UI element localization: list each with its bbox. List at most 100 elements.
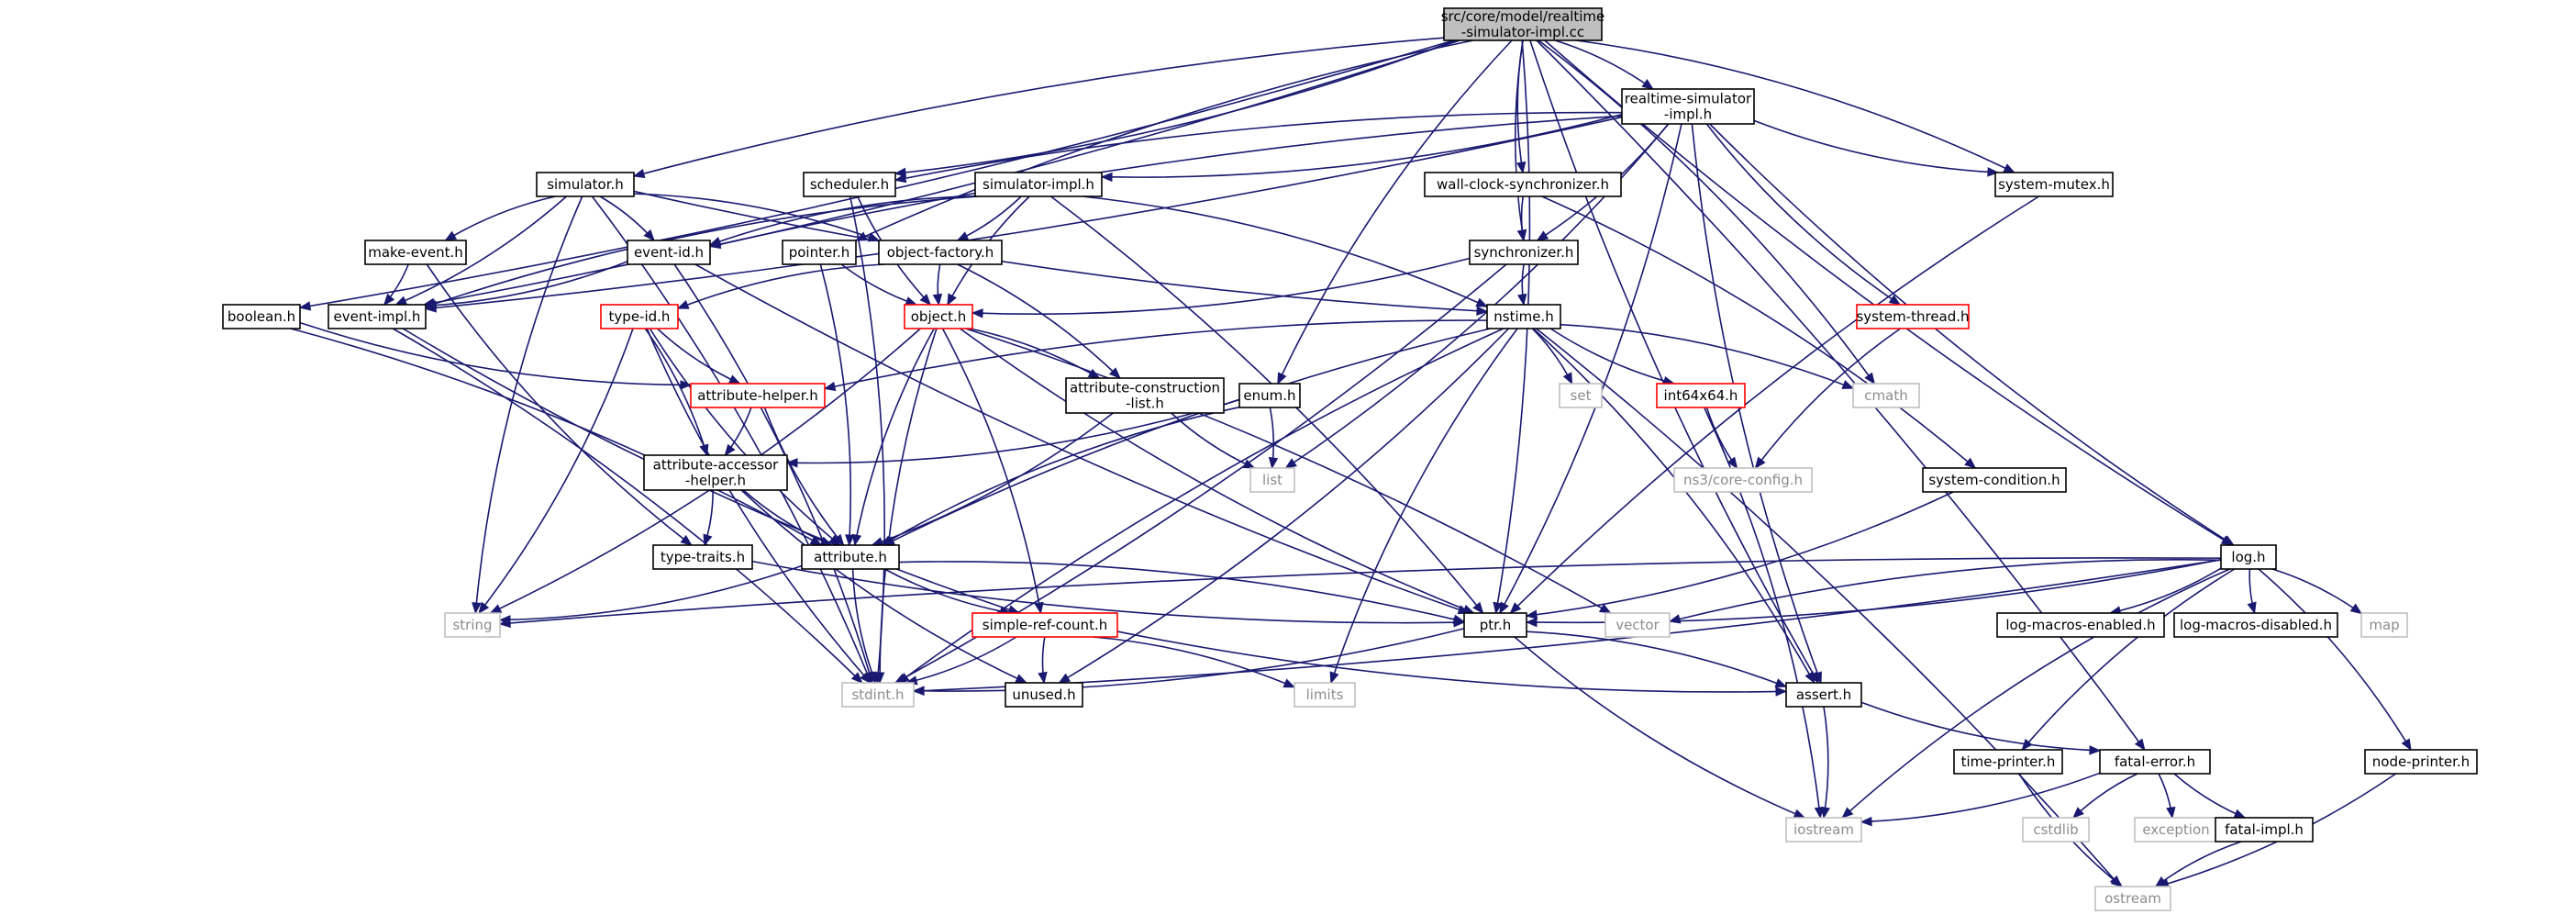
node-asserth[interactable]: assert.h [1785,682,1862,708]
node-syscondh[interactable]: system-condition.h [1922,467,2067,493]
node-limits[interactable]: limits [1294,682,1356,708]
node-list[interactable]: list [1249,467,1295,493]
edge-root-to-schedulerh [894,39,1456,174]
node-logh[interactable]: log.h [2220,544,2277,570]
node-map[interactable]: map [2360,612,2408,638]
arrowhead-fatalimplh-to-ostream [2154,876,2168,887]
arrowhead-eventimplh-to-stdinth [850,672,863,684]
node-eventidh[interactable]: event-id.h [627,240,711,265]
node-vector[interactable]: vector [1604,612,1671,638]
node-attributeh[interactable]: attribute.h [801,544,900,570]
node-synchh[interactable]: synchronizer.h [1469,240,1579,265]
node-iostream[interactable]: iostream [1785,817,1862,842]
node-fatalerrorh-box [2099,749,2211,775]
edge-root-to-enumh [1277,39,1513,385]
node-timeprinterh[interactable]: time-printer.h [1953,749,2063,775]
node-objfactoryh[interactable]: object-factory.h [878,240,1003,265]
node-objecth[interactable]: object.h [904,304,973,329]
node-rtsimh[interactable]: realtime-simulator-impl.h [1621,88,1755,125]
arrowhead-root-to-sysmutexh [2003,163,2016,173]
arrowhead-root-to-booleanh [298,301,312,311]
edge-rtsimh-to-eventimplh [425,116,1623,310]
arrowhead-objecth-to-vector [1598,603,1612,614]
node-nodeprinterh[interactable]: node-printer.h [2364,749,2478,775]
arrowhead-root-to-wallclockh [1516,161,1527,174]
edge-syscondh-to-ptrh [1526,491,1954,617]
arrowhead-simulatorh-to-eventidh [643,229,655,241]
node-ostream-box [2094,886,2171,911]
node-ostream[interactable]: ostream [2094,886,2171,911]
edge-rtsimh-to-simimplh [1101,113,1623,178]
node-schedulerh[interactable]: scheduler.h [803,172,896,197]
node-eventimplh-box [328,304,427,329]
node-attrconsth[interactable]: attribute-construction-list.h [1065,377,1225,414]
node-fatalerrorh[interactable]: fatal-error.h [2099,749,2211,775]
node-makeeventh[interactable]: make-event.h [364,240,467,265]
node-stdinth[interactable]: stdint.h [841,682,915,708]
node-logmenh[interactable]: log-macros-enabled.h [1996,612,2165,638]
node-fatalimplh[interactable]: fatal-impl.h [2215,817,2314,842]
node-timeprinterh-box [1953,749,2063,775]
node-attraccessh[interactable]: attribute-accessor-helper.h [643,454,788,491]
edge-attrconsth-to-list [1171,412,1255,469]
arrowhead-nstimeh-to-asserth [1804,671,1815,685]
node-wallclockh[interactable]: wall-clock-synchronizer.h [1424,172,1622,197]
edge-logh-to-stdinth [913,559,2222,692]
node-set[interactable]: set [1559,383,1603,408]
node-enumh[interactable]: enum.h [1238,383,1301,408]
node-wallclockh-box [1424,172,1622,197]
node-typetraitsh[interactable]: type-traits.h [652,544,753,570]
node-enumh-label-line-0: enum.h [1243,387,1295,404]
node-logmdish[interactable]: log-macros-disabled.h [2173,612,2338,638]
node-sysmutexh-box [1994,172,2114,197]
arrowhead-rtsimh-to-schedulerh [894,173,907,184]
node-exception[interactable]: exception [2134,817,2218,842]
arrowhead-syscondh-to-ptrh [1525,609,1538,619]
node-simulatorh[interactable]: simulator.h [536,172,635,197]
arrowhead-simulatorh-to-eventimplh [394,296,408,306]
arrowhead-enumh-to-list [1268,456,1279,470]
arrowhead-root-to-simulatorh [632,168,646,179]
node-corecfg[interactable]: ns3/core-config.h [1673,467,1813,493]
arrowhead-logh-to-map [2349,603,2363,615]
node-string[interactable]: string [444,612,501,638]
node-root[interactable]: src/core/model/realtime-simulator-impl.c… [1441,7,1605,41]
node-sysmutexh[interactable]: system-mutex.h [1994,172,2114,197]
node-booleanh-box [222,304,301,329]
node-simimplh[interactable]: simulator-impl.h [974,172,1103,197]
node-cstdlib[interactable]: cstdlib [2022,817,2090,842]
arrowhead-simplerefh-to-unusedh [1038,671,1048,685]
edge-simplerefh-to-stdinth [905,636,1017,684]
edge-objecth-to-vector [965,328,1611,614]
edge-nstimeh-to-cmath [1560,323,1854,389]
node-ostream-label-line-0: ostream [2104,890,2161,907]
node-attrhelperh[interactable]: attribute-helper.h [690,383,826,408]
node-booleanh[interactable]: boolean.h [222,304,301,329]
arrowhead-fatalerrorh-to-iostream [1860,816,1872,827]
node-stdinth-label-line-0: stdint.h [851,686,904,703]
arrowhead-root-to-fatalerrorh [2134,738,2146,752]
edge-simulatorh-to-objfactoryh [633,193,880,241]
arrowhead-sysmutexh-to-ptrh [1509,602,1522,614]
node-fatalerrorh-label-line-0: fatal-error.h [2115,753,2195,770]
arrowhead-typeidh-to-stdinth [860,671,872,684]
arrowhead-ptrh-to-iostream [1793,809,1806,819]
node-attrconsth-label-line-0: attribute-construction [1070,380,1220,396]
node-objecth-label-line-0: object.h [911,308,967,325]
arrowhead-rtsimh-to-logh [2222,535,2235,546]
node-pointerh[interactable]: pointer.h [782,240,857,265]
arrowhead-objecth-to-stdinth [874,672,885,685]
node-systhreadh[interactable]: system-thread.h [1856,304,1970,329]
arrowhead-int64h-to-corecfg [1727,456,1738,470]
node-typeidh[interactable]: type-id.h [600,304,679,329]
node-simplerefh[interactable]: simple-ref-count.h [972,612,1118,638]
node-unusedh[interactable]: unused.h [1005,682,1083,708]
node-eventimplh[interactable]: event-impl.h [328,304,427,329]
node-ptrh[interactable]: ptr.h [1463,612,1527,638]
node-cmath[interactable]: cmath [1852,383,1920,408]
node-simplerefh-label-line-0: simple-ref-count.h [983,617,1107,633]
node-eventimplh-label-line-0: event-impl.h [334,308,421,325]
node-nstimeh[interactable]: nstime.h [1486,304,1561,329]
node-eventidh-label-line-0: event-id.h [634,244,704,261]
node-int64h[interactable]: int64x64.h [1656,383,1746,408]
